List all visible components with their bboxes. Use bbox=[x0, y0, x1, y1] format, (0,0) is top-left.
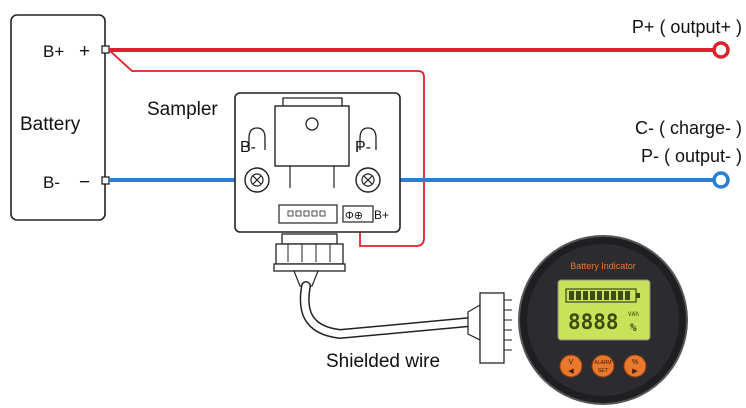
sampler: B- P- Φ⊕ B+ bbox=[234, 92, 401, 233]
sampler-right-terminal-label: P- bbox=[355, 139, 371, 156]
battery: B+ + Battery B- − bbox=[10, 14, 110, 221]
battery-pos-terminal bbox=[101, 45, 110, 54]
sampler-aux-terminal-label: B+ bbox=[374, 208, 389, 222]
indicator-button-left[interactable]: V ◀ bbox=[559, 354, 583, 378]
sampler-left-terminal-label: B- bbox=[240, 139, 256, 156]
button-right-bottom: ▶ bbox=[632, 368, 638, 375]
indicator-button-middle[interactable]: ALARM SET bbox=[591, 354, 615, 378]
right-terminal-post bbox=[359, 127, 377, 150]
lcd-battery-bar bbox=[565, 288, 640, 303]
aux-connector bbox=[342, 205, 374, 223]
lcd-unit-bottom: % bbox=[630, 321, 637, 334]
battery-neg-terminal-label: B- bbox=[43, 173, 60, 192]
sampler-label: Sampler bbox=[147, 99, 218, 120]
battery-indicator: Battery Indicator 8888 VAh % V ◀ ALARM S… bbox=[518, 235, 688, 405]
wires bbox=[108, 41, 730, 247]
battery-neg-symbol: − bbox=[79, 172, 90, 193]
shunt-top-tab bbox=[282, 97, 343, 106]
shielded-wire-label: Shielded wire bbox=[326, 351, 440, 372]
p-plus-terminal bbox=[712, 41, 730, 59]
shunt-hole bbox=[305, 117, 319, 131]
shunt-block bbox=[274, 105, 350, 167]
button-middle-bottom: SET bbox=[598, 368, 609, 374]
lcd-unit-top: VAh bbox=[628, 311, 639, 318]
c-minus-label: C- ( charge- ) bbox=[635, 118, 742, 138]
left-terminal-post bbox=[248, 127, 266, 150]
battery-pos-symbol: + bbox=[79, 41, 90, 62]
lcd-digits: 8888 bbox=[568, 310, 619, 334]
button-middle-top: ALARM bbox=[594, 360, 611, 366]
p-plus-label: P+ ( output+ ) bbox=[632, 17, 742, 37]
p-minus-label: P- ( output- ) bbox=[641, 146, 742, 166]
sampler-plug bbox=[273, 233, 346, 287]
indicator-plug bbox=[467, 292, 512, 364]
p-minus-terminal bbox=[712, 171, 730, 189]
positive-sense-wire bbox=[108, 49, 425, 247]
sampler-aux-symbol: Φ⊕ bbox=[345, 210, 363, 222]
button-right-top: % bbox=[632, 359, 638, 366]
battery-neg-terminal bbox=[101, 176, 110, 185]
battery-box bbox=[10, 14, 106, 221]
button-left-bottom: ◀ bbox=[568, 368, 574, 375]
button-left-top: V bbox=[569, 359, 574, 366]
indicator-title: Battery Indicator bbox=[570, 261, 636, 271]
indicator-button-right[interactable]: % ▶ bbox=[623, 354, 647, 378]
battery-label: Battery bbox=[20, 114, 81, 135]
battery-pos-terminal-label: B+ bbox=[43, 42, 64, 61]
